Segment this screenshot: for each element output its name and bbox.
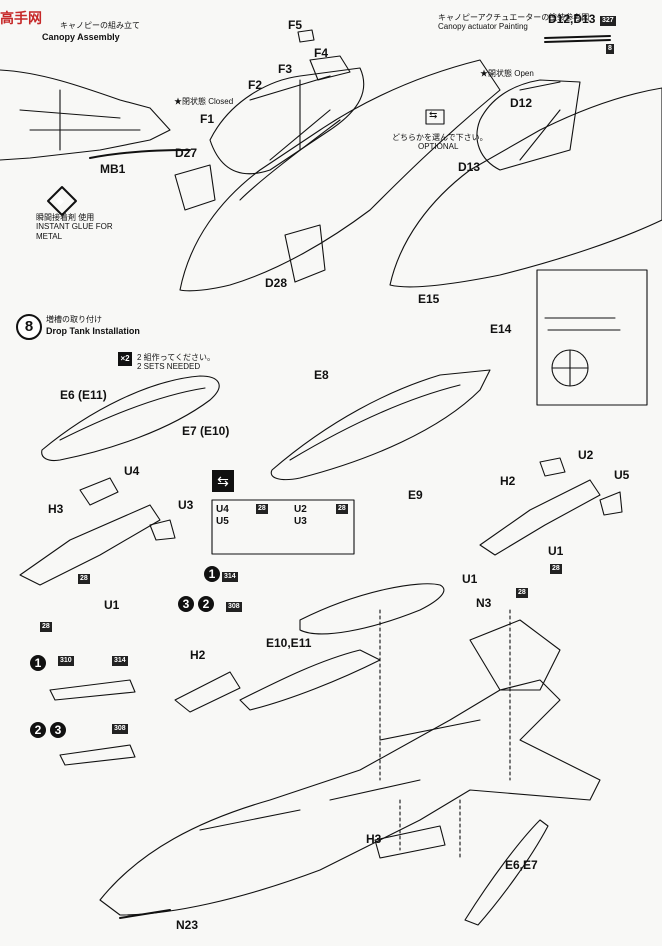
part-n3: N3 <box>476 596 492 610</box>
optional-jp: どちらかを選んで下さい。 <box>392 133 488 142</box>
option-arrows-icon: ⇆ <box>212 470 234 492</box>
part-d12: D12 <box>510 96 533 110</box>
open-label: ★開状態 Open <box>480 68 534 79</box>
part-mb1: MB1 <box>100 162 126 176</box>
needed-en: 2 SETS NEEDED <box>137 362 201 371</box>
part-h2-lower: H2 <box>190 648 206 662</box>
part-d27: D27 <box>175 146 198 160</box>
glue-en-1: INSTANT GLUE FOR <box>36 222 113 231</box>
part-u2: U2 <box>578 448 594 462</box>
code-28-left: 28 <box>78 574 90 584</box>
code-308-a: 308 <box>226 602 242 612</box>
part-u5: U5 <box>614 468 630 482</box>
part-f3: F3 <box>278 62 293 76</box>
part-f1: F1 <box>200 112 215 126</box>
code-310: 310 <box>58 656 74 666</box>
step8-title-jp: 増槽の取り付け <box>46 315 102 324</box>
part-n23: N23 <box>176 918 199 932</box>
paint-en: Canopy actuator Painting <box>438 22 528 31</box>
part-h3: H3 <box>48 502 64 516</box>
optional-en: OPTIONAL <box>418 142 459 151</box>
step8-number: 8 <box>16 314 42 340</box>
option-u5: U5 <box>216 516 229 527</box>
glue-jp: 瞬間接着剤 使用 <box>36 213 95 222</box>
part-u1: U1 <box>104 598 120 612</box>
closed-en: Closed <box>208 97 234 106</box>
marker-3-b: 3 <box>50 722 66 738</box>
part-u1-right: U1 <box>548 544 564 558</box>
part-h3-lower: H3 <box>366 832 382 846</box>
part-f4: F4 <box>314 46 329 60</box>
paint-code-327: 327 <box>600 16 616 26</box>
closed-label-jp: ★閉状態 Closed <box>174 96 233 107</box>
paint-jp: キャノピーアクチュエーターの塗装参考図 <box>438 13 590 22</box>
step7-title-en: Canopy Assembly <box>42 32 120 42</box>
part-e6-e11: E6 (E11) <box>60 388 107 402</box>
part-e8: E8 <box>314 368 329 382</box>
needed-multiplier: ×2 <box>118 352 132 366</box>
part-f5: F5 <box>288 18 303 32</box>
part-f2: F2 <box>248 78 263 92</box>
step7-title-jp: キャノピーの組み立て <box>60 21 140 30</box>
watermark-text: 高手网 <box>0 10 42 26</box>
part-e6-e7: E6,E7 <box>505 858 538 872</box>
marker-2-b: 2 <box>30 722 46 738</box>
open-en: Open <box>514 69 534 78</box>
marker-1-b: 1 <box>30 655 46 671</box>
part-e9: E9 <box>408 488 423 502</box>
code-314-b: 314 <box>112 656 128 666</box>
code-28-right-b: 28 <box>516 588 528 598</box>
option-code-left: 28 <box>256 504 268 514</box>
code-308-b: 308 <box>112 724 128 734</box>
part-d13: D13 <box>458 160 481 174</box>
code-314-a: 314 <box>222 572 238 582</box>
part-d28: D28 <box>265 276 288 290</box>
part-u3: U3 <box>178 498 194 512</box>
option-u4: U4 <box>216 504 229 515</box>
marker-1: 1 <box>204 566 220 582</box>
part-e7-e10: E7 (E10) <box>182 424 230 438</box>
paint-parts: D12,D13 <box>548 12 596 26</box>
glue-en-2: METAL <box>36 232 63 241</box>
part-h2: H2 <box>500 474 516 488</box>
code-28-right: 28 <box>550 564 562 574</box>
optional-arrows-icon: ⇆ <box>429 110 438 121</box>
marker-3: 3 <box>178 596 194 612</box>
closed-jp: ★閉状態 <box>174 97 206 106</box>
code-28-left-b: 28 <box>40 622 52 632</box>
open-jp: ★開状態 <box>480 69 512 78</box>
glue-icon: ◆ <box>56 196 64 207</box>
option-u2: U2 <box>294 504 307 515</box>
option-u3: U3 <box>294 516 307 527</box>
step8-title-en: Drop Tank Installation <box>46 326 140 336</box>
part-e15: E15 <box>418 292 440 306</box>
paint-code-8: 8 <box>606 44 614 54</box>
option-code-right: 28 <box>336 504 348 514</box>
part-u4: U4 <box>124 464 140 478</box>
part-e10-e11: E10,E11 <box>266 636 312 650</box>
marker-2: 2 <box>198 596 214 612</box>
part-u1-right-b: U1 <box>462 572 478 586</box>
part-e14: E14 <box>490 322 512 336</box>
needed-jp: 2 組作ってください。 <box>137 353 216 362</box>
